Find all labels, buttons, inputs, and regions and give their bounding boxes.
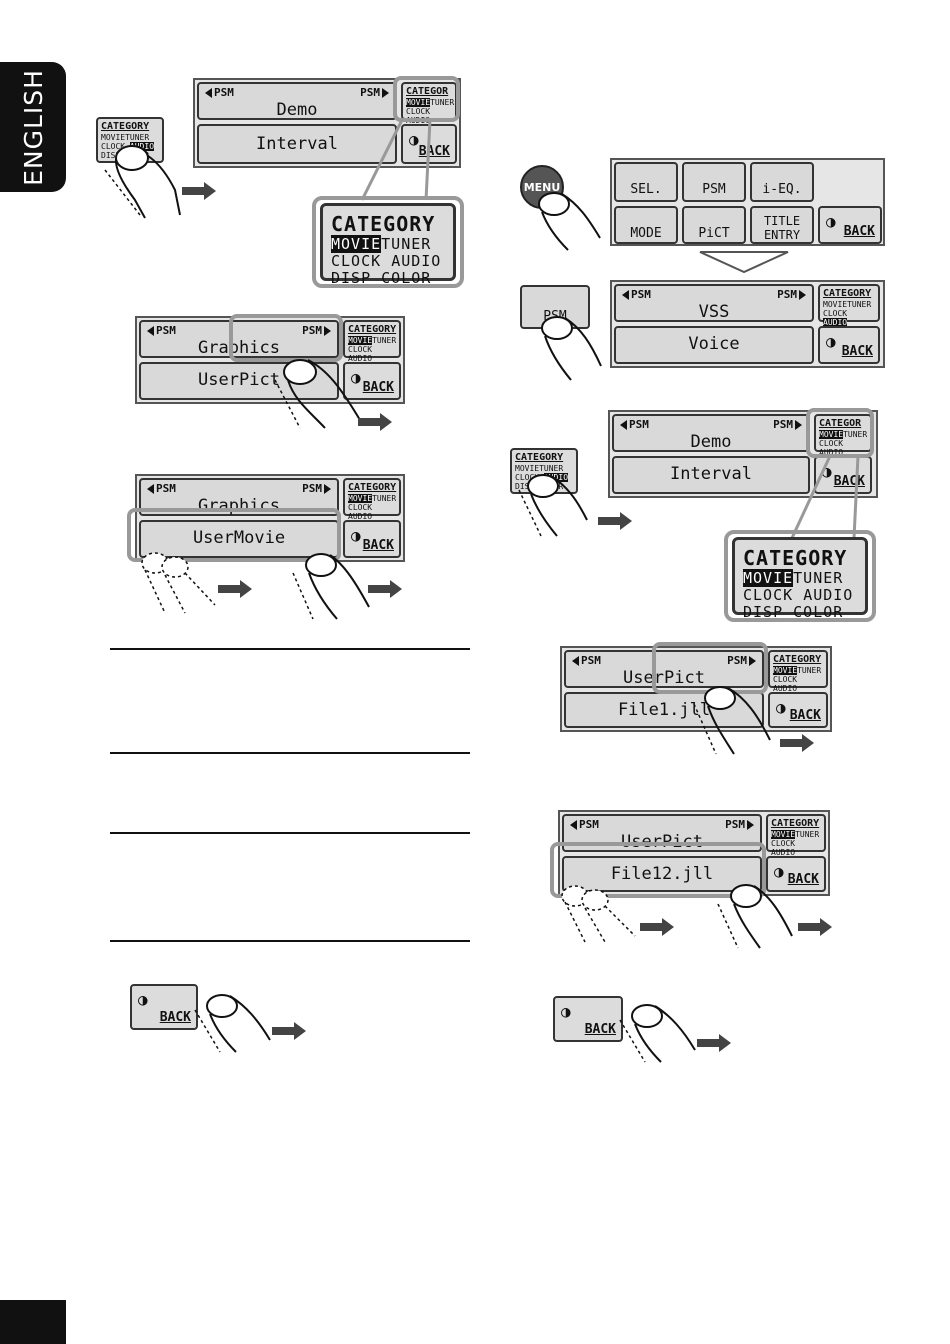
fingers-left-icon — [141, 552, 216, 614]
lcd-panel-file12: PSM PSM UserPict File12.jll CATEGORY MOV… — [558, 810, 830, 896]
highlight-frame — [393, 76, 460, 122]
knob-icon: ◑ — [774, 862, 784, 881]
category-button-small[interactable]: CATEGORY MOVIETUNER CLOCK AUDIO DISP COL… — [818, 284, 880, 336]
lcd-panel-usermovie: PSM PSM Graphics UserMovie CATEGORY MOVI… — [135, 474, 405, 562]
section-rule — [110, 940, 470, 942]
psm-button-top[interactable]: PSM PSM Demo — [612, 414, 810, 452]
knob-icon: ◑ — [826, 332, 836, 351]
knob-icon: ◑ — [138, 990, 148, 1009]
finger-icon — [292, 553, 370, 620]
finger-icon — [194, 994, 271, 1053]
zoom-lines — [790, 455, 860, 539]
back-button[interactable]: ◑ BACK — [343, 362, 401, 400]
knob-icon: ◑ — [351, 526, 361, 545]
highlight-frame — [229, 314, 343, 362]
ieq-button[interactable]: i-EQ. — [750, 162, 814, 202]
lcd-panel-demo: PSM PSM Demo Interval CATEGOR MOVIETUNER… — [193, 78, 461, 168]
section-rule — [110, 648, 470, 650]
knob-icon: ◑ — [561, 1002, 571, 1021]
file-button[interactable]: File12.jll — [562, 856, 762, 892]
category-button-small[interactable]: CATEGORY MOVIETUNER CLOCK AUDIO DISP COL… — [766, 814, 826, 866]
language-tab: ENGLISH — [0, 62, 66, 192]
zoom-lines — [360, 119, 432, 201]
psm-button[interactable]: PSM — [682, 162, 746, 202]
arrow-right-icon — [272, 1022, 306, 1040]
title-entry-button[interactable]: TITLE ENTRY — [750, 206, 814, 244]
category-zoom-frame — [312, 196, 464, 288]
fingers-left-icon — [561, 885, 636, 943]
category-enlarged: CATEGORY MOVIETUNER CLOCK AUDIO DISP COL… — [732, 537, 868, 621]
finger-icon — [717, 884, 793, 949]
arrow-right-icon — [798, 918, 832, 936]
back-button[interactable]: ◑ BACK — [130, 984, 198, 1030]
interval-button[interactable]: Interval — [197, 124, 397, 164]
knob-icon: ◑ — [409, 130, 419, 149]
section-rule — [110, 832, 470, 834]
finger-icon — [274, 359, 361, 429]
knob-icon: ◑ — [826, 212, 836, 231]
category-button-small[interactable]: CATEGORY MOVIETUNER CLOCK AUDIO DISP COL… — [343, 478, 401, 539]
highlight-frame — [550, 842, 766, 898]
sel-button[interactable]: SEL. — [614, 162, 678, 202]
page-corner-block — [0, 1300, 66, 1344]
lcd-panel-vss: PSM PSM VSS Voice CATEGORY MOVIETUNER CL… — [610, 280, 885, 368]
lcd-panel-userpict: PSM PSM UserPict File1.jll CATEGORY MOVI… — [560, 646, 832, 732]
back-button[interactable]: ◑ BACK — [768, 692, 828, 728]
arrow-right-icon — [182, 182, 216, 200]
pict-button[interactable]: PiCT — [682, 206, 746, 244]
category-zoom-frame — [724, 530, 876, 622]
back-button[interactable]: ◑ BACK — [343, 520, 401, 558]
back-button[interactable]: ◑ BACK — [553, 996, 623, 1042]
arrow-right-icon — [780, 734, 814, 752]
finger-icon — [693, 686, 771, 755]
psm-button-top[interactable]: PSM PSM VSS — [614, 284, 814, 322]
category-button-small[interactable]: CATEGORY MOVIETUNER CLOCK AUDIO DISP COL… — [768, 650, 828, 702]
arrow-down-icon — [699, 251, 789, 274]
mode-button[interactable]: MODE — [614, 206, 678, 244]
arrow-right-icon — [358, 413, 392, 431]
highlight-frame — [127, 508, 341, 562]
knob-icon: ◑ — [776, 698, 786, 717]
knob-icon: ◑ — [822, 462, 832, 481]
arrow-right-icon — [640, 918, 674, 936]
finger-icon — [518, 474, 588, 537]
voice-button[interactable]: Voice — [614, 326, 814, 364]
menu-panel: SEL. PSM i-EQ. MODE PiCT TITLE ENTRY ◑ B… — [610, 158, 885, 246]
psm-button-top[interactable]: PSM PSM UserPict — [564, 650, 764, 688]
back-button[interactable]: ◑ BACK — [818, 206, 882, 244]
lcd-panel-graphics: PSM PSM Graphics UserPict CATEGORY MOVIE… — [135, 316, 405, 404]
finger-icon — [104, 145, 181, 219]
finger-icon — [619, 1004, 696, 1063]
userpict-button[interactable]: UserPict — [139, 362, 339, 400]
arrow-right-icon — [598, 512, 632, 530]
psm-button-top[interactable]: PSM PSM Graphics — [139, 320, 339, 358]
usermovie-button[interactable]: UserMovie — [139, 520, 339, 558]
arrow-right-icon — [697, 1034, 731, 1052]
knob-icon: ◑ — [351, 368, 361, 387]
interval-button[interactable]: Interval — [612, 456, 810, 494]
back-button[interactable]: ◑ BACK — [818, 326, 880, 364]
arrow-right-icon — [368, 580, 402, 598]
section-rule — [110, 752, 470, 754]
back-button[interactable]: ◑ BACK — [766, 856, 826, 892]
finger-icon — [541, 316, 602, 381]
category-enlarged: CATEGORY MOVIETUNER CLOCK AUDIO DISP COL… — [320, 203, 456, 287]
finger-icon — [538, 192, 601, 251]
highlight-frame — [806, 408, 874, 458]
arrow-right-icon — [218, 580, 252, 598]
psm-button-top[interactable]: PSM PSM Demo — [197, 82, 397, 120]
language-label: ENGLISH — [18, 68, 48, 186]
